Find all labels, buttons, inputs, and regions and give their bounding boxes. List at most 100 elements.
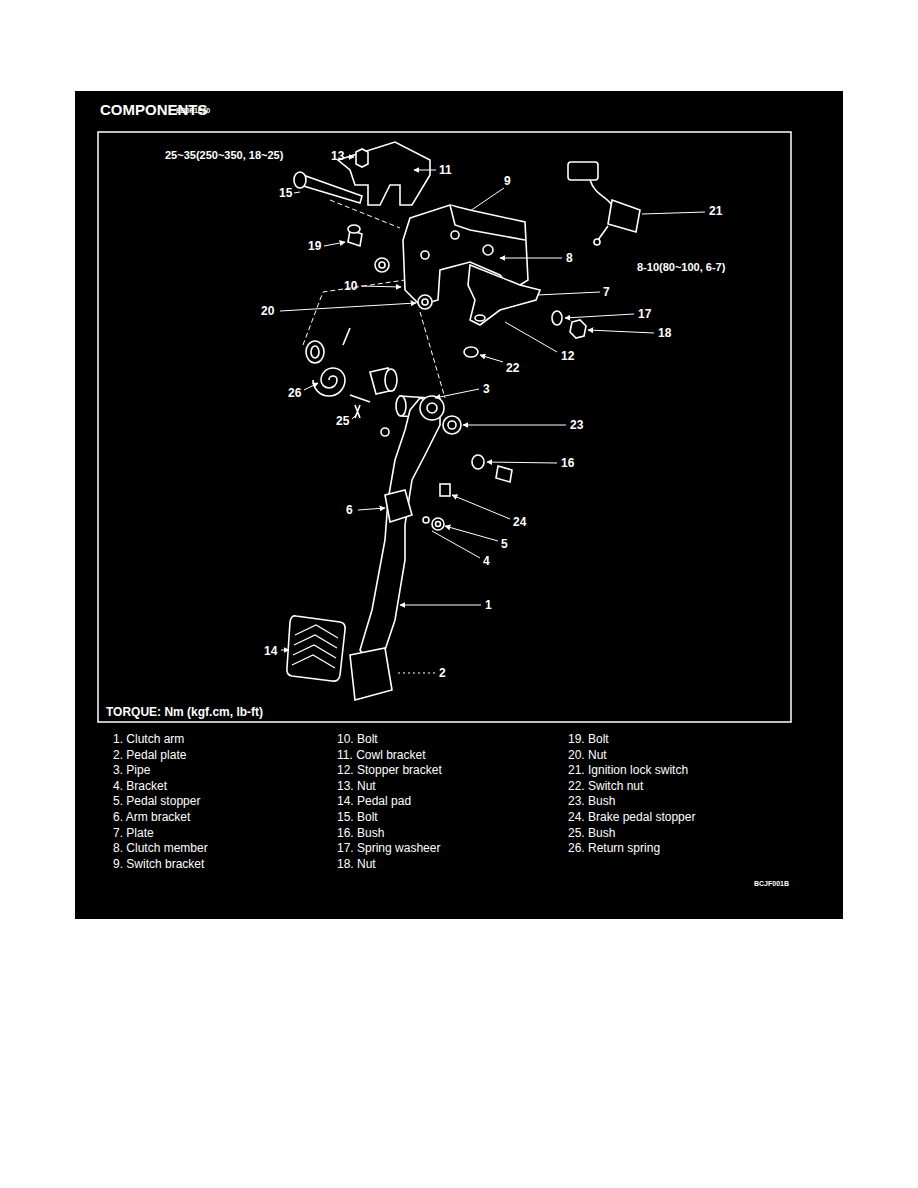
pedal-parts [432,518,444,530]
pedal-parts [311,346,319,358]
parts-list-item: 8. Clutch member [113,842,208,854]
parts-list-item: 9. Switch bracket [113,858,204,870]
callout-number: 26 [288,387,301,399]
callout-number: 13 [331,150,344,162]
parts-list-item: 19. Bolt [568,733,609,745]
pedal-parts [423,517,429,523]
parts-list-item: 4. Bracket [113,780,167,792]
pedal-parts [350,648,392,700]
pedal-parts [385,369,397,391]
pedal-parts [287,142,640,700]
pedal-parts [396,396,406,416]
pedal-parts [300,175,362,203]
parts-list-item: 5. Pedal stopper [113,795,200,807]
parts-list-item: 11. Cowl bracket [337,749,425,761]
parts-list-item: 16. Bush [337,827,384,839]
callout-number: 18 [658,327,671,339]
leader-lines [304,383,318,390]
callout-number: 6 [346,504,353,516]
leader-lines [281,650,289,651]
doc-code: EB0F1E60 [176,107,210,114]
callout-number: 3 [483,383,490,395]
callout-number: 14 [264,645,277,657]
parts-list-item: 26. Return spring [568,842,660,854]
pedal-parts [590,180,612,205]
parts-list-item: 23. Bush [568,795,615,807]
torque-unit-note: TORQUE: Nm (kgf.cm, lb-ft) [106,706,263,718]
leader-lines [361,286,401,287]
callout-number: 5 [501,538,508,550]
leader-lines [565,314,634,318]
callout-number: 21 [709,205,722,217]
pedal-parts [427,403,437,413]
pedal-parts [464,347,478,357]
pedal-parts [420,396,444,420]
leader-lines [500,258,562,259]
leader-lines [452,495,510,519]
callout-number: 15 [279,187,292,199]
pedal-parts [294,172,306,188]
pedal-parts [306,341,324,363]
assembly-axis [330,200,400,228]
pedal-parts [440,484,450,496]
pedal-parts [343,328,350,345]
pedal-parts [292,625,338,668]
callout-number: 12 [561,350,574,362]
pedal-parts [355,405,360,418]
pedal-parts [443,416,461,434]
pedal-parts [313,368,345,396]
pedal-parts [608,200,640,232]
pedal-parts [379,262,385,268]
leader-lines [435,389,479,398]
parts-list-item: 24. Brake pedal stopper [568,811,695,823]
callout-number: 7 [603,286,610,298]
pedal-parts [472,455,484,469]
leader-lines [400,605,481,606]
leader-lines [463,425,566,426]
parts-list-item: 14. Pedal pad [337,795,411,807]
parts-list-item: 25. Bush [568,827,615,839]
torque-value: 25~35(250~350, 18~25) [165,150,283,161]
parts-list-item: 17. Spring washeer [337,842,440,854]
pedal-parts [568,162,598,180]
pedal-parts [483,245,493,255]
callout-number: 20 [261,305,274,317]
assembly-axis [420,312,445,398]
parts-list-item: 12. Stopper bracket [337,764,442,776]
pedal-parts [356,149,368,167]
callout-number: 11 [439,164,452,176]
pedal-parts [450,205,525,240]
diagram-frame [98,132,791,722]
leader-lines [280,157,705,673]
callout-number: 17 [638,308,651,320]
leader-lines [487,462,557,463]
leader-lines [445,526,498,541]
pedal-parts [421,251,429,259]
pedal-parts [375,258,389,272]
pedal-parts [381,428,389,436]
parts-list-item: 18. Nut [337,858,376,870]
parts-list-item: 7. Plate [113,827,154,839]
pedal-parts [468,265,540,325]
callout-number: 1 [485,599,492,611]
parts-list-item: 15. Bolt [337,811,378,823]
callout-number: 24 [513,516,526,528]
parts-list-item: 13. Nut [337,780,376,792]
leader-lines [505,322,557,352]
callout-number: 19 [308,240,321,252]
leader-lines [395,673,435,674]
callout-number: 10 [344,280,357,292]
callout-number: 16 [561,457,574,469]
leader-lines [537,292,600,295]
pedal-parts [594,239,600,245]
callout-number: 9 [504,175,511,187]
pedal-parts [552,311,562,325]
callout-number: 25 [336,415,349,427]
callout-number: 8 [566,252,573,264]
callout-number: 23 [570,419,583,431]
pedal-parts [287,616,345,681]
pedal-parts [496,466,512,482]
parts-list-item: 22. Switch nut [568,780,643,792]
leader-lines [352,414,357,419]
